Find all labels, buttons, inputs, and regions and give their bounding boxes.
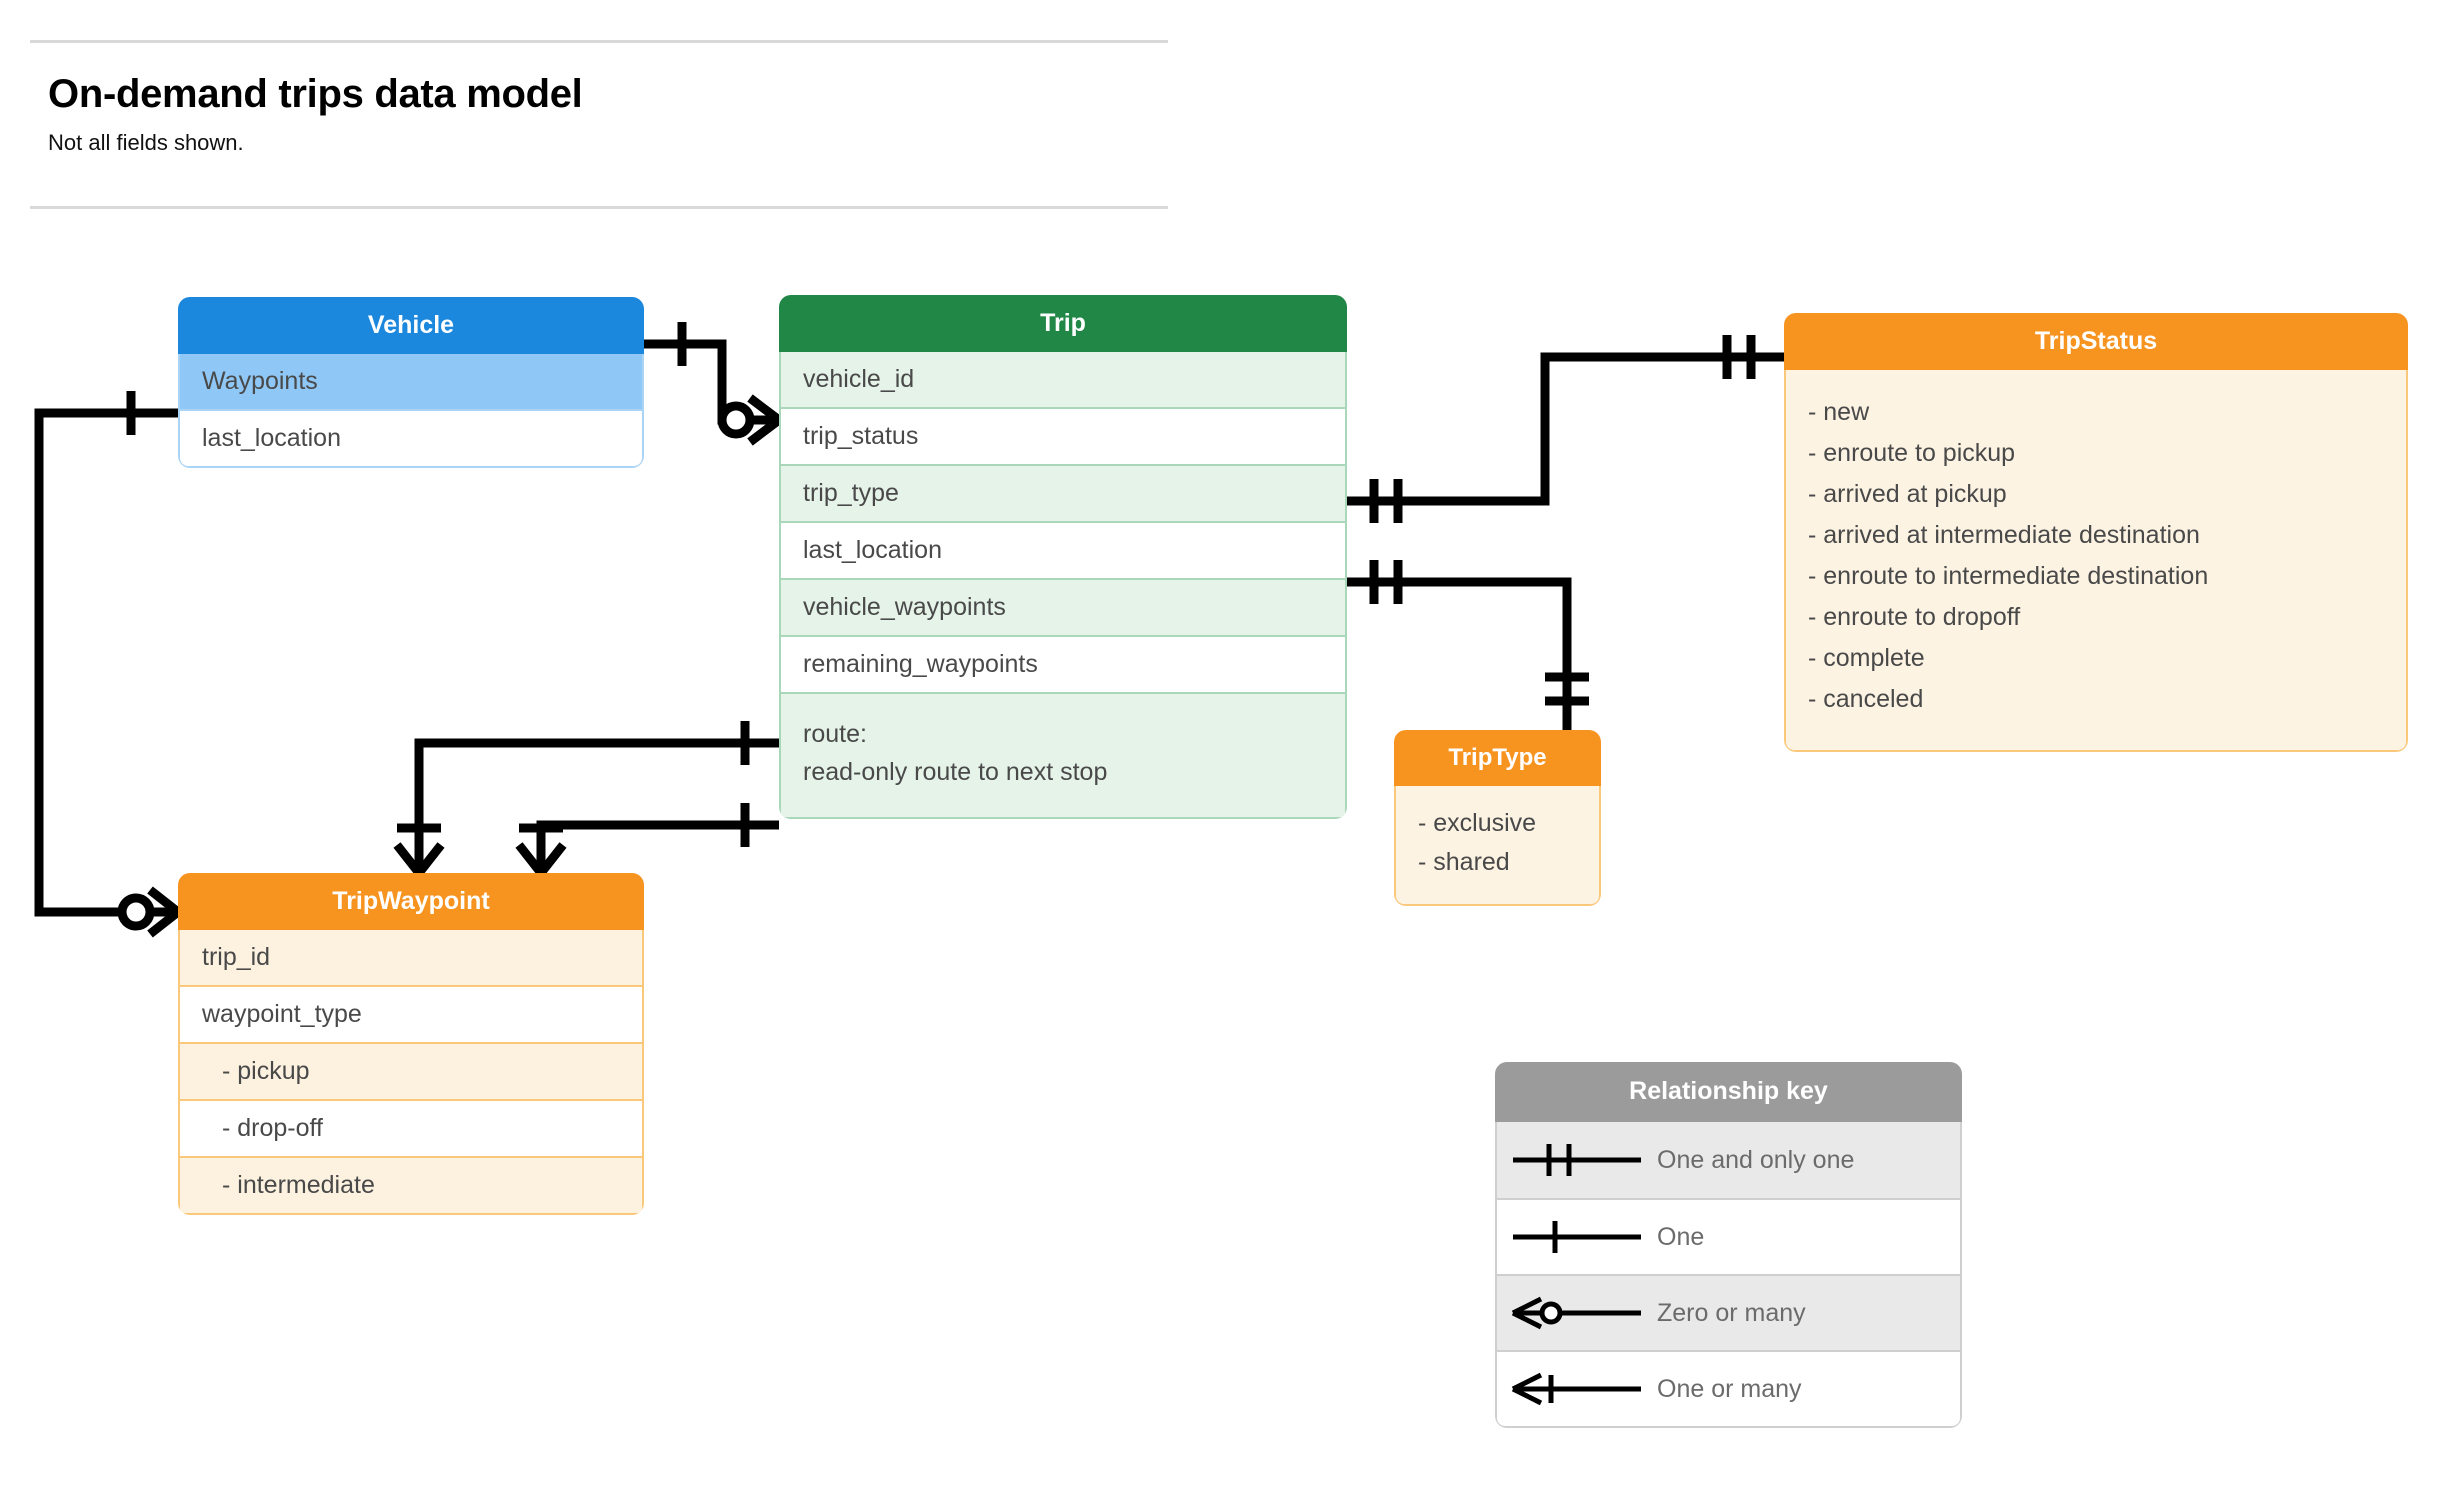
tripstatus-value: - new: [1808, 398, 1870, 426]
key-label-zero-or-many: Zero or many: [1657, 1298, 1806, 1327]
field-tripwaypoint-dropoff[interactable]: - drop-off: [180, 1099, 642, 1156]
entity-trip[interactable]: Trip vehicle_id trip_status trip_type la…: [779, 295, 1347, 819]
entity-trip-title: Trip: [779, 295, 1347, 352]
field-trip-last-location[interactable]: last_location: [781, 521, 1345, 578]
field-trip-route-label: route:: [803, 720, 867, 748]
entity-triptype-title: TripType: [1394, 730, 1601, 786]
page-title: On-demand trips data model: [48, 72, 583, 116]
tripstatus-value: - enroute to pickup: [1808, 439, 2016, 467]
header-divider-top: [30, 40, 1168, 43]
field-tripwaypoint-trip-id[interactable]: trip_id: [180, 930, 642, 985]
field-tripwaypoint-pickup[interactable]: - pickup: [180, 1042, 642, 1099]
tripstatus-value: - arrived at pickup: [1808, 480, 2007, 508]
relationship-key-rows: One and only one One: [1495, 1122, 1962, 1428]
tripstatus-value: - complete: [1808, 644, 1925, 672]
key-label-one-or-many: One or many: [1657, 1374, 1802, 1403]
key-row-one-or-many: One or many: [1497, 1350, 1960, 1426]
field-trip-route-note: read-only route to next stop: [803, 757, 1108, 786]
field-vehicle-last-location[interactable]: last_location: [180, 409, 642, 466]
entity-tripwaypoint[interactable]: TripWaypoint trip_id waypoint_type - pic…: [178, 873, 644, 1215]
field-tripwaypoint-intermediate[interactable]: - intermediate: [180, 1156, 642, 1213]
field-vehicle-waypoints[interactable]: Waypoints: [180, 354, 642, 409]
key-row-one: One: [1497, 1198, 1960, 1274]
entity-tripwaypoint-title: TripWaypoint: [178, 873, 644, 930]
field-trip-remaining-waypoints[interactable]: remaining_waypoints: [781, 635, 1345, 692]
relationship-key: Relationship key One and only one: [1495, 1062, 1962, 1428]
field-trip-vehicle-id[interactable]: vehicle_id: [781, 352, 1345, 407]
triptype-value: - exclusive: [1418, 809, 1537, 837]
page-subtitle: Not all fields shown.: [48, 130, 244, 155]
entity-triptype-values: - exclusive - shared: [1394, 786, 1601, 906]
entity-vehicle-fields: Waypoints last_location: [178, 354, 644, 468]
one-or-many-icon: [1497, 1367, 1657, 1411]
tripstatus-value: - enroute to intermediate destination: [1808, 562, 2209, 590]
tripstatus-value: - enroute to dropoff: [1808, 603, 2021, 631]
header-divider-bottom: [30, 206, 1168, 209]
key-row-zero-or-many: Zero or many: [1497, 1274, 1960, 1350]
zero-or-many-icon: [1497, 1291, 1657, 1335]
key-label-one: One: [1657, 1222, 1705, 1251]
entity-triptype[interactable]: TripType - exclusive - shared: [1394, 730, 1601, 906]
entity-vehicle[interactable]: Vehicle Waypoints last_location: [178, 297, 644, 468]
entity-vehicle-title: Vehicle: [178, 297, 644, 354]
one-and-only-one-icon: [1497, 1138, 1657, 1182]
key-label-one-and-only-one: One and only one: [1657, 1145, 1855, 1174]
tripstatus-value: - canceled: [1808, 685, 1924, 713]
entity-trip-fields: vehicle_id trip_status trip_type last_lo…: [779, 352, 1347, 819]
tripstatus-value: - arrived at intermediate destination: [1808, 521, 2200, 549]
entity-tripstatus[interactable]: TripStatus - new - enroute to pickup - a…: [1784, 313, 2408, 752]
field-trip-trip-type[interactable]: trip_type: [781, 464, 1345, 521]
entity-tripstatus-values: - new - enroute to pickup - arrived at p…: [1784, 370, 2408, 752]
field-tripwaypoint-waypoint-type[interactable]: waypoint_type: [180, 985, 642, 1042]
one-icon: [1497, 1215, 1657, 1259]
key-row-one-and-only-one: One and only one: [1497, 1122, 1960, 1198]
entity-tripwaypoint-fields: trip_id waypoint_type - pickup - drop-of…: [178, 930, 644, 1215]
entity-tripstatus-title: TripStatus: [1784, 313, 2408, 370]
triptype-value: - shared: [1418, 848, 1510, 876]
relationship-key-title: Relationship key: [1495, 1062, 1962, 1122]
field-trip-vehicle-waypoints[interactable]: vehicle_waypoints: [781, 578, 1345, 635]
field-trip-route[interactable]: route: read-only route to next stop: [781, 692, 1345, 817]
field-trip-trip-status[interactable]: trip_status: [781, 407, 1345, 464]
